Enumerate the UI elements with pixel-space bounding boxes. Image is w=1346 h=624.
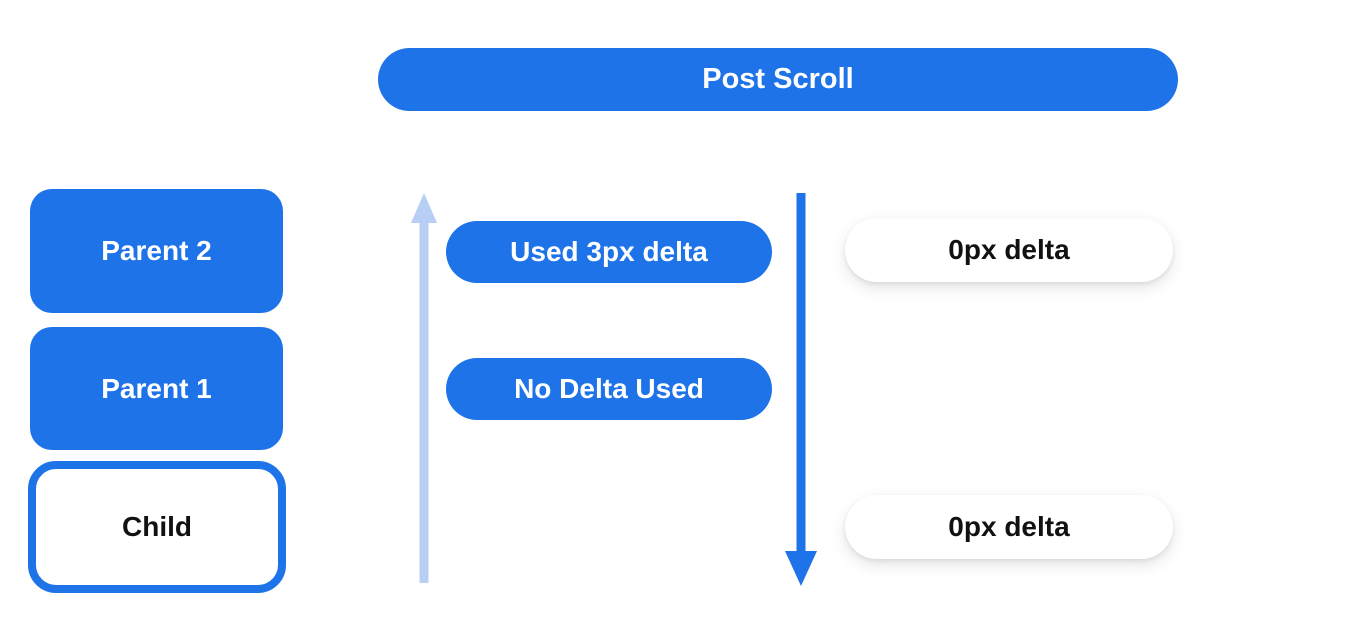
child-box: Child	[28, 461, 286, 593]
parent-2-box: Parent 2	[30, 189, 283, 313]
zero-delta-top-label: 0px delta	[948, 234, 1070, 265]
no-delta-label: No Delta Used	[514, 373, 704, 404]
parent-1-label: Parent 1	[101, 372, 212, 404]
parent-2-label: Parent 2	[101, 235, 212, 266]
zero-delta-pill-top: 0px delta	[845, 218, 1173, 282]
used-delta-pill: Used 3px delta	[446, 221, 772, 283]
scroll-down-arrow	[785, 193, 817, 586]
zero-delta-bottom-label: 0px delta	[948, 511, 1070, 542]
child-label: Child	[122, 511, 192, 542]
used-delta-label: Used 3px delta	[510, 236, 708, 267]
scroll-up-arrow	[411, 193, 437, 583]
zero-delta-pill-bottom: 0px delta	[845, 495, 1173, 559]
no-delta-pill: No Delta Used	[446, 358, 772, 420]
parent-1-box: Parent 1	[30, 327, 283, 450]
post-scroll-banner-label: Post Scroll	[702, 63, 854, 95]
post-scroll-banner: Post Scroll	[378, 48, 1178, 111]
